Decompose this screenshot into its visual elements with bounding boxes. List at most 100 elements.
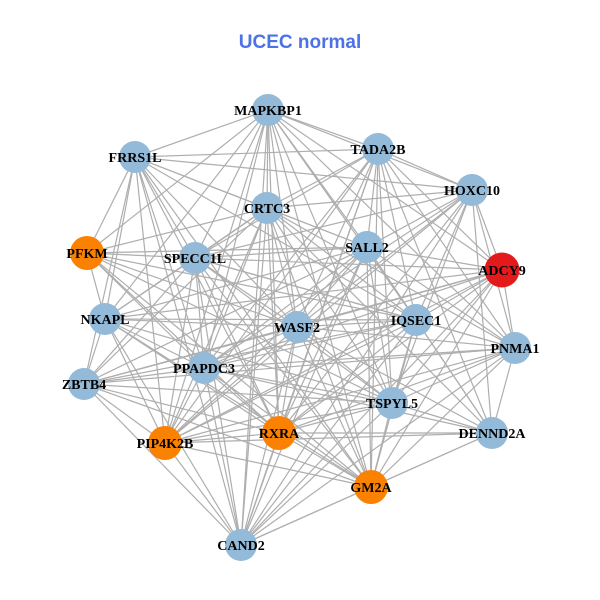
- node-label-TADA2B: TADA2B: [351, 143, 406, 158]
- edge-SPECC1L-ADCY9: [194, 257, 503, 271]
- node-MAPKBP1: [252, 94, 284, 126]
- edge-TADA2B-SALL2: [366, 148, 379, 248]
- edge-HOXC10-SALL2: [366, 189, 473, 248]
- edge-MAPKBP1-RXRA: [267, 109, 280, 434]
- node-DENND2A: [476, 417, 508, 449]
- edge-PFKM-RXRA: [86, 252, 280, 434]
- edge-PFKM-WASF2: [86, 252, 298, 328]
- edge-IQSEC1-DENND2A: [415, 319, 493, 434]
- edge-SPECC1L-NKAPL: [104, 257, 196, 320]
- edge-MAPKBP1-ADCY9: [267, 109, 503, 271]
- edge-HOXC10-SPECC1L: [194, 189, 473, 259]
- node-IQSEC1: [400, 304, 432, 336]
- node-PFKM: [70, 236, 104, 270]
- edge-ADCY9-TSPYL5: [391, 269, 503, 404]
- edge-FRRS1L-TADA2B: [134, 148, 379, 158]
- edge-FRRS1L-NKAPL: [104, 156, 136, 320]
- node-WASF2: [281, 311, 313, 343]
- edge-WASF2-DENND2A: [296, 326, 493, 434]
- edge-FRRS1L-CAND2: [134, 156, 242, 546]
- edge-SPECC1L-PIP4K2B: [164, 257, 196, 444]
- node-SALL2: [351, 231, 383, 263]
- edge-MAPKBP1-PIP4K2B: [164, 109, 269, 444]
- edge-FRRS1L-ZBTB4: [83, 156, 136, 385]
- node-label-PNMA1: PNMA1: [491, 342, 540, 357]
- edge-PFKM-TSPYL5: [86, 252, 393, 404]
- edge-TSPYL5-RXRA: [278, 402, 393, 434]
- edge-SALL2-PIP4K2B: [164, 246, 368, 444]
- node-ADCY9: [484, 252, 520, 288]
- node-SPECC1L: [179, 242, 211, 274]
- edge-ZBTB4-TSPYL5: [83, 383, 393, 404]
- edge-SALL2-ZBTB4: [83, 246, 368, 385]
- node-label-ADCY9: ADCY9: [478, 264, 525, 279]
- edge-FRRS1L-PFKM: [86, 156, 136, 254]
- edge-WASF2-PIP4K2B: [164, 326, 298, 444]
- edge-NKAPL-PPAPDC3: [104, 318, 205, 369]
- edge-PPAPDC3-CAND2: [203, 367, 242, 546]
- edge-MAPKBP1-CRTC3: [266, 109, 269, 209]
- edge-ADCY9-NKAPL: [104, 269, 503, 320]
- node-label-PPAPDC3: PPAPDC3: [173, 362, 235, 377]
- node-label-SPECC1L: SPECC1L: [164, 252, 226, 267]
- node-label-SALL2: SALL2: [345, 241, 389, 256]
- edge-MAPKBP1-TSPYL5: [267, 109, 393, 404]
- node-HOXC10: [456, 174, 488, 206]
- edge-WASF2-PNMA1: [296, 326, 516, 349]
- edge-NKAPL-WASF2: [104, 318, 298, 328]
- edge-TADA2B-TSPYL5: [377, 148, 393, 404]
- node-label-CRTC3: CRTC3: [244, 202, 290, 217]
- node-label-ZBTB4: ZBTB4: [62, 378, 106, 393]
- edge-TADA2B-HOXC10: [377, 148, 473, 191]
- edge-WASF2-ZBTB4: [83, 326, 298, 385]
- edge-SALL2-NKAPL: [104, 246, 368, 320]
- node-label-WASF2: WASF2: [274, 321, 320, 336]
- edge-IQSEC1-ZBTB4: [83, 319, 417, 385]
- edge-SPECC1L-CAND2: [194, 257, 242, 546]
- edge-SALL2-ADCY9: [366, 246, 503, 271]
- edge-PNMA1-TSPYL5: [391, 347, 516, 404]
- edge-HOXC10-IQSEC1: [415, 189, 473, 321]
- edge-FRRS1L-HOXC10: [134, 156, 473, 191]
- edge-SALL2-RXRA: [278, 246, 368, 434]
- edge-IQSEC1-PNMA1: [415, 319, 516, 349]
- edge-MAPKBP1-CAND2: [240, 109, 269, 546]
- edge-TSPYL5-CAND2: [240, 402, 393, 546]
- edge-PNMA1-GM2A: [370, 347, 516, 488]
- edge-WASF2-PPAPDC3: [203, 326, 298, 369]
- edge-PPAPDC3-TSPYL5: [203, 367, 393, 404]
- edge-HOXC10-DENND2A: [471, 189, 493, 434]
- edge-HOXC10-CAND2: [240, 189, 473, 546]
- edge-PNMA1-PPAPDC3: [203, 347, 516, 369]
- edge-IQSEC1-PIP4K2B: [164, 319, 417, 444]
- edge-ADCY9-GM2A: [370, 269, 503, 488]
- edge-ZBTB4-RXRA: [83, 383, 280, 434]
- node-RXRA: [262, 416, 296, 450]
- edge-FRRS1L-PIP4K2B: [134, 156, 166, 444]
- node-label-CAND2: CAND2: [217, 539, 264, 554]
- edge-PPAPDC3-ZBTB4: [83, 367, 205, 385]
- edge-GM2A-CAND2: [240, 486, 372, 546]
- edge-MAPKBP1-FRRS1L: [134, 109, 269, 158]
- edge-IQSEC1-RXRA: [278, 319, 417, 434]
- edge-MAPKBP1-GM2A: [267, 109, 372, 488]
- edge-IQSEC1-PPAPDC3: [203, 319, 417, 369]
- edge-NKAPL-IQSEC1: [104, 318, 417, 321]
- edge-CRTC3-PFKM: [86, 207, 268, 254]
- node-label-NKAPL: NKAPL: [81, 313, 130, 328]
- edge-CRTC3-WASF2: [266, 207, 298, 328]
- node-NKAPL: [89, 303, 121, 335]
- edge-ZBTB4-GM2A: [83, 383, 372, 488]
- node-CAND2: [225, 529, 257, 561]
- edge-MAPKBP1-NKAPL: [104, 109, 269, 320]
- edge-SALL2-PPAPDC3: [203, 246, 368, 369]
- edge-WASF2-IQSEC1: [296, 319, 417, 328]
- edge-HOXC10-CRTC3: [266, 189, 473, 209]
- edge-PFKM-PPAPDC3: [86, 252, 205, 369]
- edge-CRTC3-CAND2: [240, 207, 268, 546]
- node-ZBTB4: [68, 368, 100, 400]
- edge-NKAPL-PIP4K2B: [104, 318, 166, 444]
- edge-PIP4K2B-CAND2: [164, 442, 242, 546]
- edge-PIP4K2B-RXRA: [164, 432, 280, 444]
